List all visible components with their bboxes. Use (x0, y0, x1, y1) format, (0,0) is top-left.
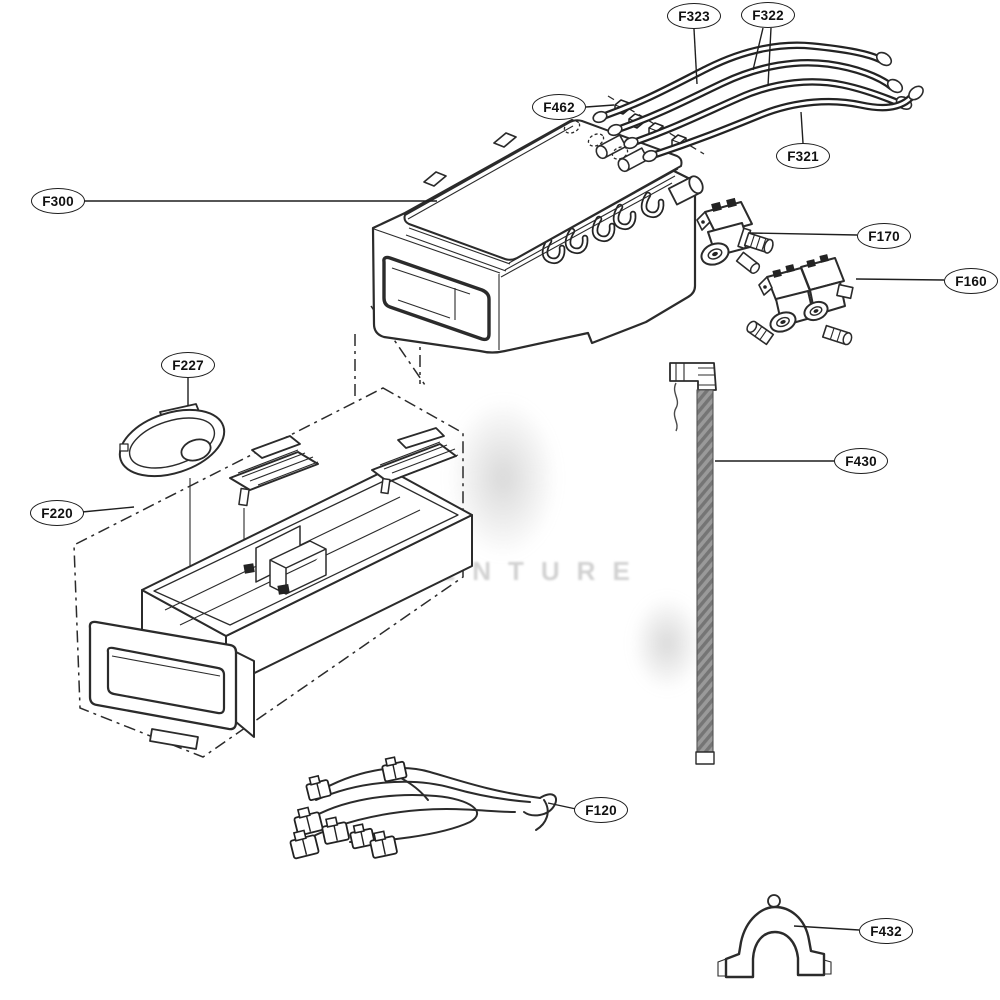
part-label-f432: F432 (859, 918, 913, 944)
part-label-f322: F322 (741, 2, 795, 28)
part-label-f321: F321 (776, 143, 830, 169)
valve-outlet-barb-right (823, 326, 853, 346)
part-label-f300: F300 (31, 188, 85, 214)
part-label-f430: F430 (834, 448, 888, 474)
inlet-hoses (592, 45, 926, 163)
drawer-cup (270, 541, 326, 594)
single-inlet-valve (697, 197, 775, 275)
drawer-assembly-boundary (74, 388, 463, 757)
part-label-f462: F462 (532, 94, 586, 120)
valve-inlet-stub (837, 285, 853, 299)
siphon-cap-center (230, 436, 318, 505)
leader-lines (82, 28, 944, 930)
shadow-smudge (632, 596, 702, 691)
double-inlet-valve (745, 254, 853, 346)
hose-f323 (592, 45, 894, 124)
wire-harness (287, 754, 556, 860)
siphon-cap-right (372, 428, 458, 493)
lid-clip (424, 172, 446, 186)
dispenser-housing (373, 119, 705, 353)
hose-f321 (642, 84, 926, 163)
part-label-f120: F120 (574, 797, 628, 823)
valve-outlet-barb (737, 252, 762, 275)
part-label-f227: F227 (161, 352, 215, 378)
part-label-f220: F220 (30, 500, 84, 526)
drawer-opening (384, 258, 489, 340)
corrugated-hose (670, 363, 716, 764)
housing-inlet-ports (594, 135, 648, 173)
hose-strap (674, 383, 677, 431)
dispenser-cover-cap (111, 398, 232, 488)
housing-side-boss (669, 174, 706, 205)
housing-hole-marks (562, 119, 629, 162)
part-label-f160: F160 (944, 268, 998, 294)
part-label-f323: F323 (667, 3, 721, 29)
hose-clamp (718, 895, 831, 977)
part-label-f170: F170 (857, 223, 911, 249)
valve-outlet-barb-left (745, 320, 773, 345)
corrugated-hose-body (697, 390, 713, 752)
dispenser-drawer (90, 469, 472, 749)
valve-inlet-stub (738, 228, 775, 256)
lid-clip (494, 133, 516, 147)
drawer-handle-recess (108, 648, 224, 713)
